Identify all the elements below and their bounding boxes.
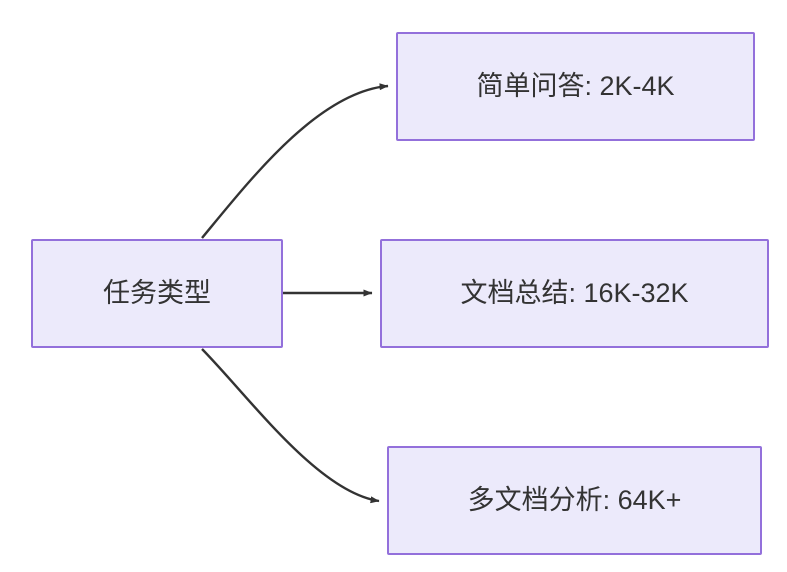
node-simple-qa[interactable]: 简单问答: 2K-4K xyxy=(396,32,755,141)
node-doc-summary-label: 文档总结: 16K-32K xyxy=(460,278,689,309)
edge-root-to-simple-qa xyxy=(201,83,389,239)
node-multi-doc[interactable]: 多文档分析: 64K+ xyxy=(387,446,762,555)
edge-root-to-multi-doc xyxy=(201,348,380,504)
node-multi-doc-label: 多文档分析: 64K+ xyxy=(467,485,682,516)
node-doc-summary[interactable]: 文档总结: 16K-32K xyxy=(380,239,769,348)
node-task-type[interactable]: 任务类型 xyxy=(31,239,283,348)
node-task-type-label: 任务类型 xyxy=(103,278,211,309)
node-simple-qa-label: 简单问答: 2K-4K xyxy=(476,71,675,102)
